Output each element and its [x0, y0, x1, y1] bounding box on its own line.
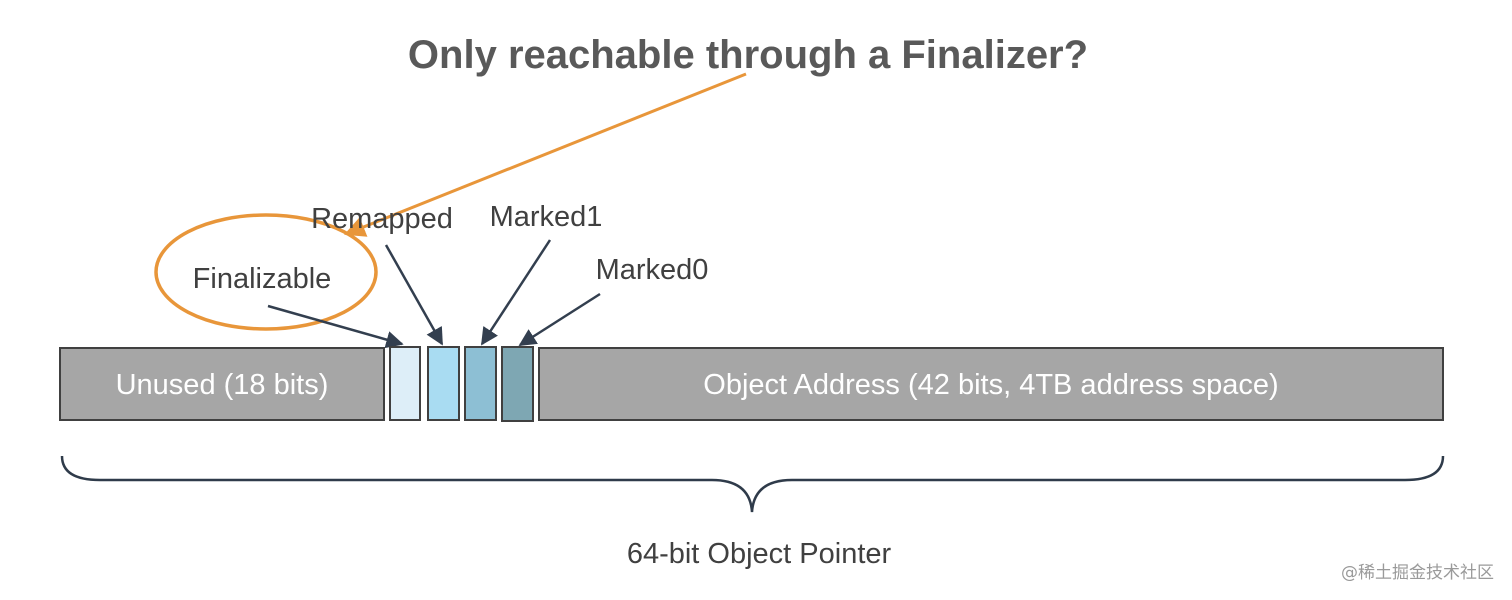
segment-object-address-label: Object Address (42 bits, 4TB address spa…: [703, 369, 1278, 401]
callout-arrow: [344, 72, 747, 237]
bit-remapped: [427, 346, 460, 421]
arrow-marked1: [480, 239, 552, 346]
bit-marked0: [501, 346, 534, 422]
arrow-finalizable: [267, 304, 404, 349]
arrow-remapped: [384, 244, 444, 346]
label-remapped: Remapped: [311, 203, 453, 235]
label-marked0: Marked0: [596, 254, 709, 286]
label-marked1: Marked1: [490, 201, 603, 233]
diagram-title: Only reachable through a Finalizer?: [408, 33, 1088, 77]
pointer-brace: [60, 455, 1445, 513]
arrow-marked0: [518, 292, 601, 347]
bit-finalizable: [389, 346, 421, 421]
segment-unused: [59, 347, 385, 421]
label-finalizable: Finalizable: [193, 263, 332, 295]
brace-caption: 64-bit Object Pointer: [627, 538, 892, 570]
finalizable-highlight-ellipse: [154, 213, 378, 331]
segment-object-address: [538, 347, 1444, 421]
watermark: @稀土掘金技术社区: [1341, 563, 1494, 583]
bit-marked1: [464, 346, 497, 421]
segment-unused-label: Unused (18 bits): [116, 369, 329, 401]
